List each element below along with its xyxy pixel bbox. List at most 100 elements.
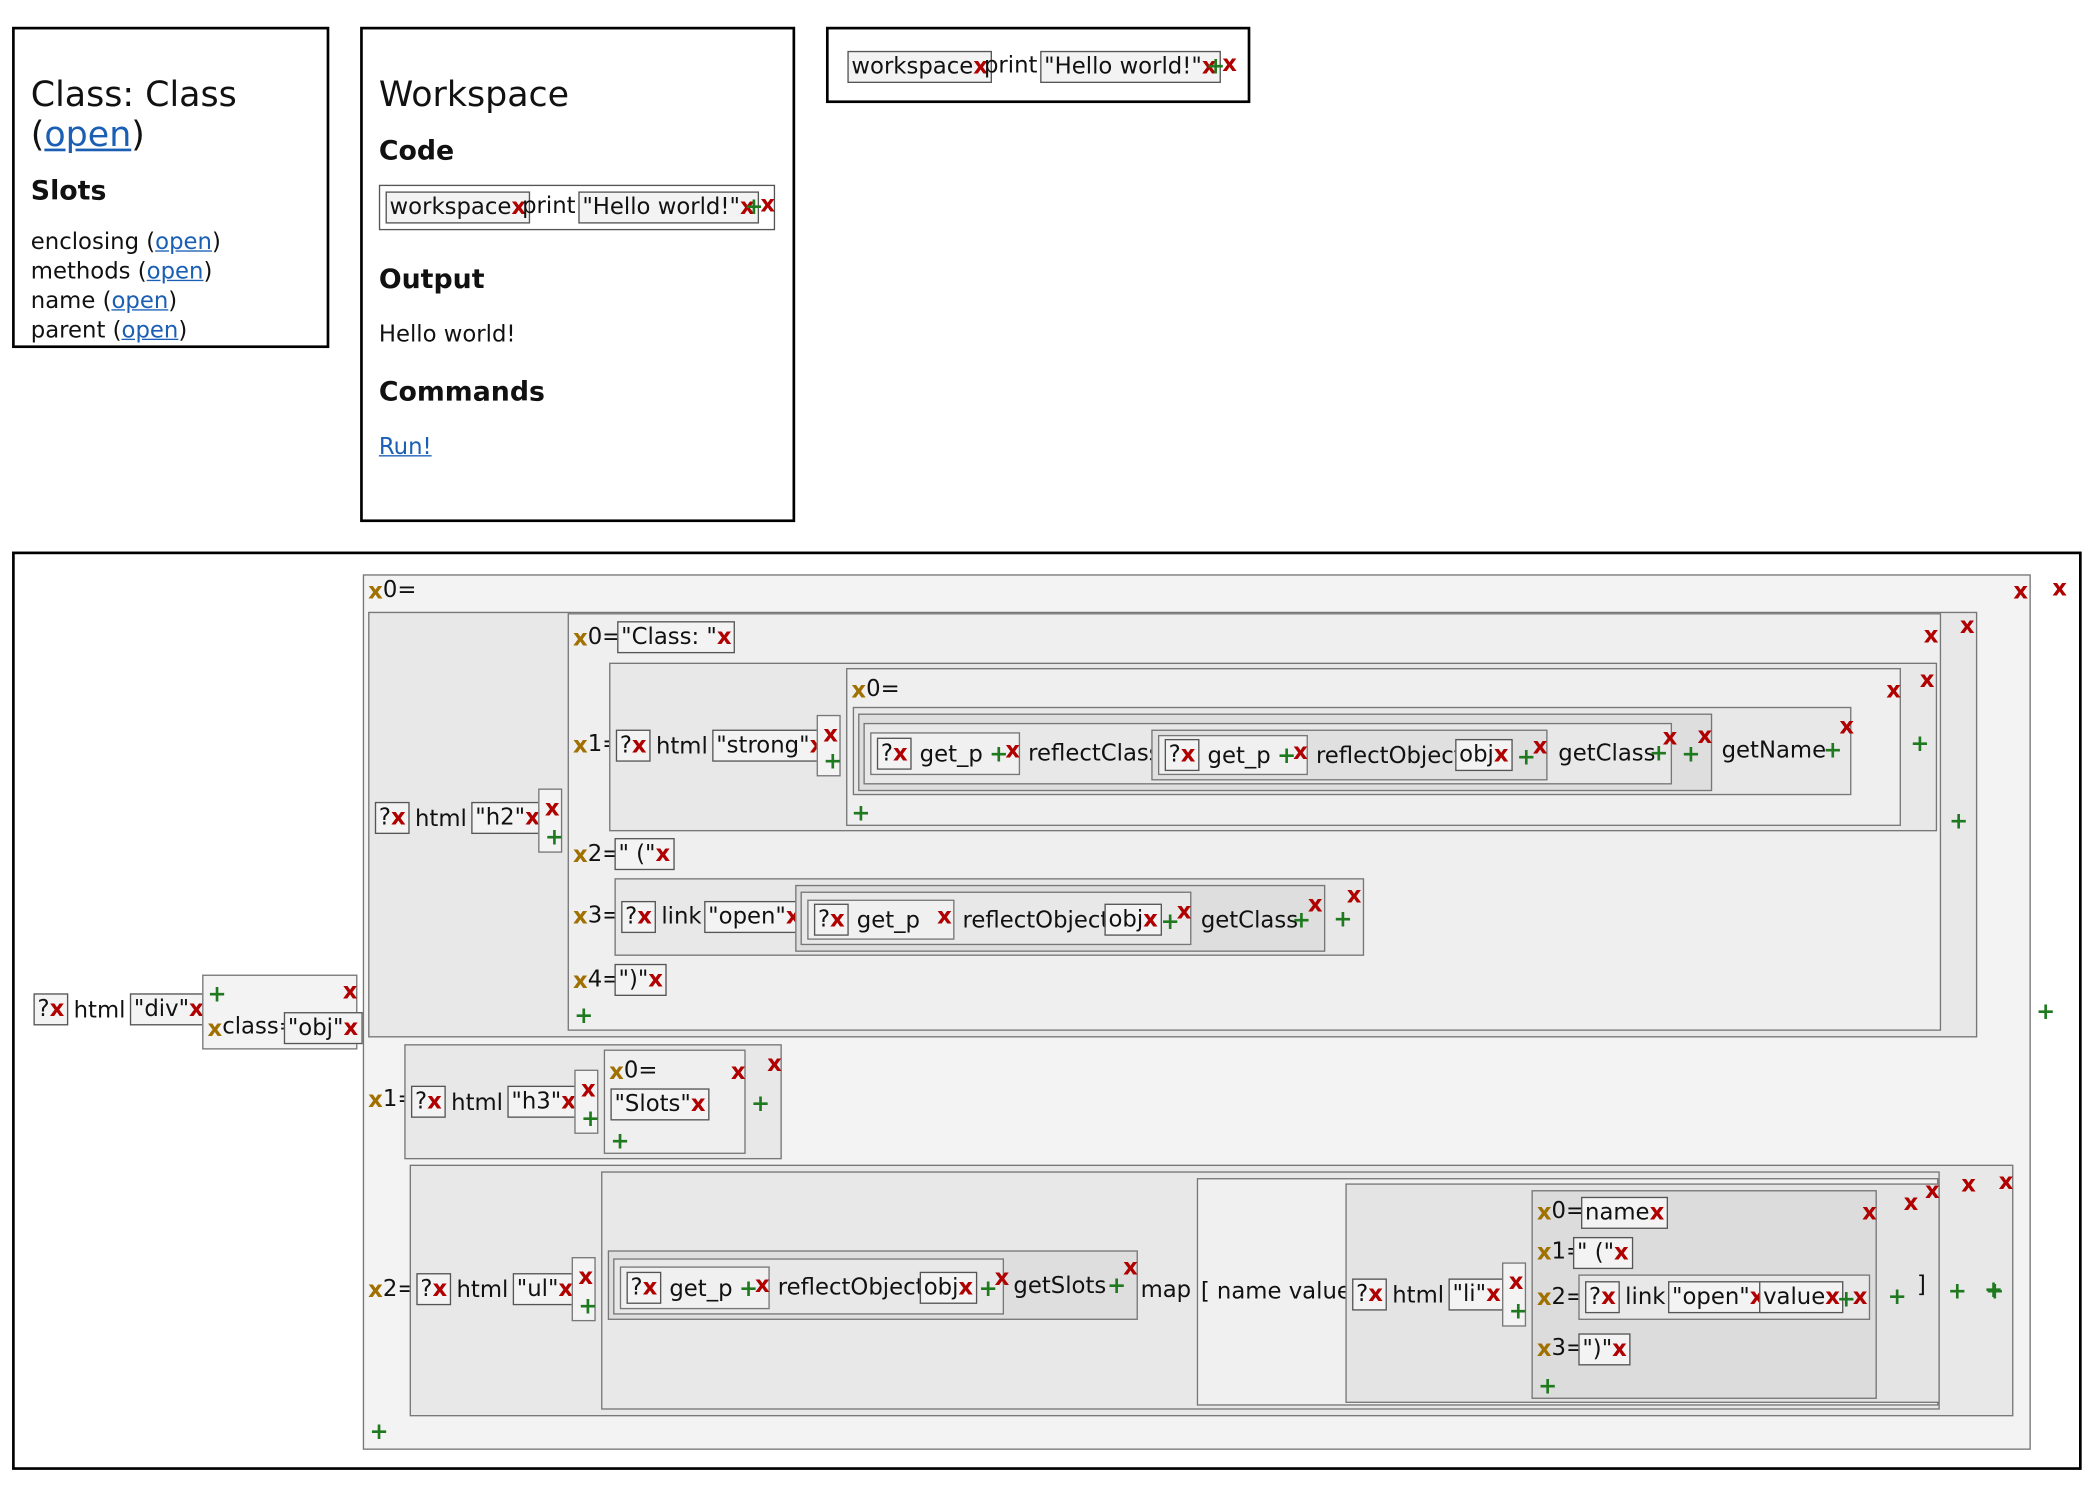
remove-icon[interactable]: x bbox=[690, 1091, 706, 1118]
add-icon[interactable]: + bbox=[738, 1275, 759, 1303]
add-icon[interactable]: + bbox=[751, 1091, 771, 1118]
key-remove-icon[interactable]: x bbox=[207, 1016, 223, 1043]
hole-chip[interactable]: ?x bbox=[621, 900, 656, 934]
remove-icon[interactable]: x bbox=[1825, 1283, 1840, 1311]
add-icon[interactable]: + bbox=[574, 1002, 594, 1030]
key-remove-icon[interactable]: x bbox=[1536, 1199, 1552, 1227]
hole-chip[interactable]: ?x bbox=[33, 993, 69, 1026]
remove-icon[interactable]: x bbox=[892, 740, 908, 768]
key-remove-icon[interactable]: x bbox=[368, 1277, 383, 1304]
remove-icon[interactable]: x bbox=[189, 995, 204, 1023]
add-icon[interactable]: + bbox=[1910, 730, 1930, 758]
remove-icon[interactable]: x bbox=[1307, 891, 1323, 919]
remove-icon[interactable]: x bbox=[1839, 713, 1855, 741]
add-icon[interactable]: + bbox=[1160, 908, 1180, 936]
value-chip[interactable]: valuex bbox=[1759, 1281, 1844, 1314]
remove-icon[interactable]: x bbox=[1601, 1283, 1616, 1311]
remove-icon[interactable]: x bbox=[511, 194, 527, 221]
remove-icon[interactable]: x bbox=[1998, 1168, 2014, 1196]
add-icon[interactable]: + bbox=[744, 194, 764, 221]
key-remove-icon[interactable]: x bbox=[368, 1087, 383, 1114]
hole-chip[interactable]: ?x bbox=[1585, 1281, 1620, 1314]
hole-chip[interactable]: ?x bbox=[374, 801, 410, 835]
remove-icon[interactable]: x bbox=[1123, 1254, 1138, 1282]
attr-value-chip[interactable]: "obj"x bbox=[283, 1012, 363, 1045]
tag-chip[interactable]: "h3"x bbox=[507, 1085, 580, 1118]
run-link[interactable]: Run! bbox=[378, 433, 432, 461]
remove-icon[interactable]: x bbox=[1862, 1199, 1877, 1227]
remove-icon[interactable]: x bbox=[525, 804, 540, 832]
remove-icon[interactable]: x bbox=[823, 721, 838, 749]
remove-icon[interactable]: x bbox=[578, 1263, 594, 1291]
remove-icon[interactable]: x bbox=[631, 732, 647, 760]
remove-icon[interactable]: x bbox=[1532, 733, 1548, 761]
tag-chip[interactable]: "ul"x bbox=[512, 1273, 578, 1306]
remove-icon[interactable]: x bbox=[1925, 1178, 1940, 1205]
string-chip[interactable]: ")"x bbox=[1578, 1333, 1631, 1366]
add-icon[interactable]: + bbox=[1985, 1278, 2005, 1306]
add-icon[interactable]: + bbox=[978, 1275, 998, 1303]
add-icon[interactable]: + bbox=[1333, 906, 1353, 934]
add-icon[interactable]: + bbox=[369, 1419, 389, 1446]
add-icon[interactable]: + bbox=[989, 741, 1009, 769]
remove-icon[interactable]: x bbox=[1222, 50, 1237, 78]
remove-icon[interactable]: x bbox=[49, 995, 65, 1023]
open-chip[interactable]: "open"x bbox=[1668, 1281, 1769, 1314]
slot-open-link[interactable]: open bbox=[111, 287, 169, 315]
open-chip[interactable]: "open"x bbox=[704, 900, 805, 934]
slot-open-link[interactable]: open bbox=[121, 317, 179, 345]
key-remove-icon[interactable]: x bbox=[609, 1058, 624, 1086]
remove-icon[interactable]: x bbox=[1180, 741, 1196, 769]
string-chip[interactable]: "Slots"x bbox=[610, 1088, 710, 1121]
remove-icon[interactable]: x bbox=[830, 906, 845, 934]
remove-icon[interactable]: x bbox=[994, 1265, 1010, 1292]
add-icon[interactable]: + bbox=[1508, 1298, 1528, 1326]
add-icon[interactable]: + bbox=[851, 800, 871, 828]
remove-icon[interactable]: x bbox=[937, 903, 952, 931]
add-icon[interactable]: + bbox=[610, 1128, 630, 1156]
remove-icon[interactable]: x bbox=[427, 1088, 442, 1116]
remove-icon[interactable]: x bbox=[390, 804, 406, 832]
key-remove-icon[interactable]: x bbox=[572, 842, 588, 869]
hole-chip[interactable]: ?x bbox=[876, 737, 912, 770]
tag-chip[interactable]: "strong"x bbox=[712, 729, 829, 762]
obj-chip[interactable]: objx bbox=[1455, 738, 1513, 772]
remove-icon[interactable]: x bbox=[648, 966, 663, 994]
remove-icon[interactable]: x bbox=[1293, 738, 1308, 766]
remove-icon[interactable]: x bbox=[580, 1076, 596, 1104]
remove-icon[interactable]: x bbox=[958, 1274, 974, 1302]
remove-icon[interactable]: x bbox=[1005, 737, 1021, 765]
remove-icon[interactable]: x bbox=[760, 191, 776, 219]
tag-chip[interactable]: "li"x bbox=[1448, 1278, 1505, 1311]
add-icon[interactable]: + bbox=[1516, 744, 1536, 772]
remove-icon[interactable]: x bbox=[343, 1014, 359, 1042]
remove-icon[interactable]: x bbox=[1903, 1190, 1919, 1217]
string-chip[interactable]: " ("x bbox=[614, 838, 675, 871]
remove-icon[interactable]: x bbox=[1852, 1283, 1868, 1311]
name-chip[interactable]: namex bbox=[1581, 1196, 1669, 1229]
receiver-chip[interactable]: workspacex bbox=[847, 50, 992, 83]
tag-chip[interactable]: "h2"x bbox=[471, 801, 544, 835]
remove-icon[interactable]: x bbox=[1176, 898, 1192, 926]
key-remove-icon[interactable]: x bbox=[1536, 1285, 1552, 1312]
remove-icon[interactable]: x bbox=[2052, 575, 2067, 603]
remove-icon[interactable]: x bbox=[1143, 906, 1158, 934]
remove-icon[interactable]: x bbox=[1886, 677, 1901, 705]
receiver-chip[interactable]: workspacex bbox=[385, 191, 531, 224]
arg-chip[interactable]: "Hello world!"x bbox=[578, 191, 759, 224]
remove-icon[interactable]: x bbox=[1614, 1239, 1629, 1267]
remove-icon[interactable]: x bbox=[1201, 53, 1217, 81]
add-icon[interactable]: + bbox=[544, 824, 564, 852]
key-remove-icon[interactable]: x bbox=[1536, 1336, 1552, 1363]
remove-icon[interactable]: x bbox=[1919, 666, 1935, 694]
remove-icon[interactable]: x bbox=[637, 903, 652, 931]
string-chip[interactable]: ")"x bbox=[614, 963, 668, 996]
class-open-link[interactable]: open bbox=[44, 115, 132, 156]
add-icon[interactable]: + bbox=[1291, 907, 1311, 935]
obj-chip[interactable]: objx bbox=[1104, 903, 1162, 936]
remove-icon[interactable]: x bbox=[1649, 1199, 1665, 1227]
remove-icon[interactable]: x bbox=[1368, 1281, 1383, 1308]
add-icon[interactable]: + bbox=[2036, 998, 2056, 1026]
string-chip[interactable]: " ("x bbox=[1572, 1236, 1633, 1270]
key-remove-icon[interactable]: x bbox=[368, 578, 383, 606]
